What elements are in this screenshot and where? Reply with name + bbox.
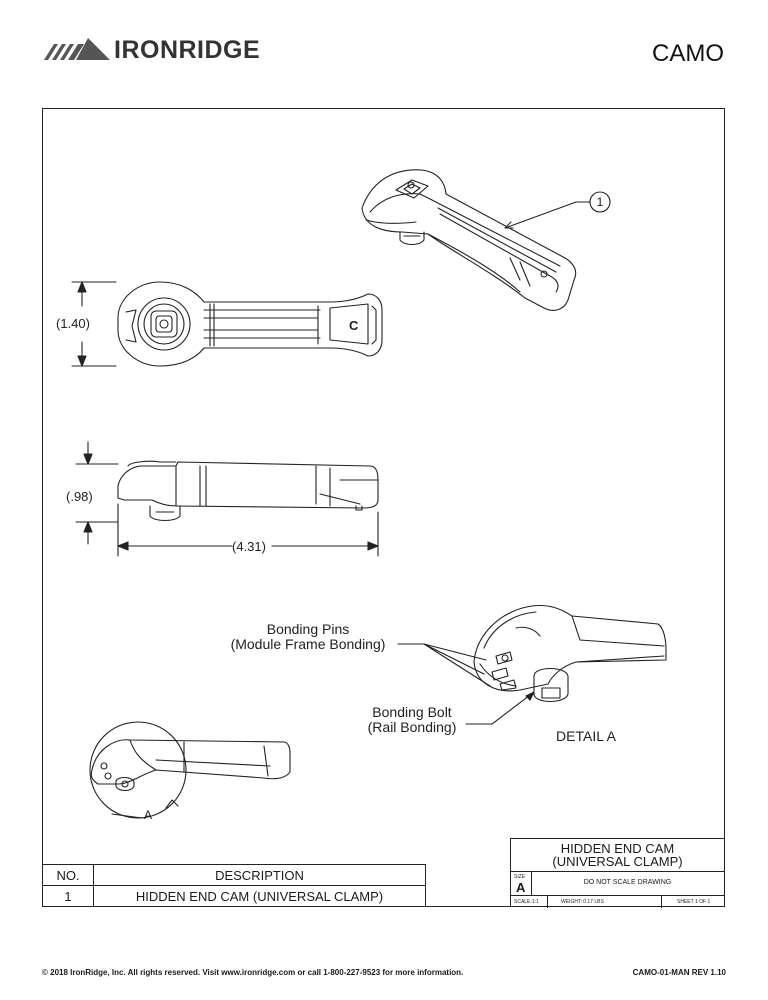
title-block-size-cell: SIZE A xyxy=(511,872,532,896)
isometric-view xyxy=(361,169,611,311)
dimension-height-label: (.98) xyxy=(66,489,93,504)
detail-marker: A xyxy=(144,808,153,822)
table-row: 1 HIDDEN END CAM (UNIVERSAL CLAMP) xyxy=(42,885,426,907)
brand-name: IRONRIDGE xyxy=(114,36,261,64)
scale-value: SCALE:1:1 xyxy=(514,899,539,905)
dimension-length: 4.31 xyxy=(236,539,262,554)
title-block-info-row: SCALE:1:1 WEIGHT: 0.17 LBS SHEET 1 OF 1 xyxy=(511,895,724,908)
parts-list-header-no: NO. xyxy=(42,864,94,886)
dimension-width: 1.40 xyxy=(60,316,86,331)
title-block: HIDDEN END CAM (UNIVERSAL CLAMP) SIZE A … xyxy=(510,838,725,908)
title-block-title: HIDDEN END CAM (UNIVERSAL CLAMP) xyxy=(552,841,683,869)
title-block-size-row: SIZE A DO NOT SCALE DRAWING xyxy=(511,871,724,896)
parts-list-header-row: NO. DESCRIPTION xyxy=(42,864,426,886)
parts-list-table: NO. DESCRIPTION 1 HIDDEN END CAM (UNIVER… xyxy=(42,864,426,907)
parts-list-cell-no: 1 xyxy=(42,885,94,907)
detail-a-view xyxy=(397,604,667,725)
item-balloon-number: 1 xyxy=(596,195,604,209)
drawing-frame xyxy=(42,108,725,907)
detail-a-label: DETAIL A xyxy=(556,728,616,744)
dimension-width-label: (1.40) xyxy=(56,316,90,331)
revision-text: CAMO-01-MAN REV 1.10 xyxy=(632,968,726,977)
sheet-value: SHEET 1 OF 1 xyxy=(677,899,711,905)
dimension-length-label: (4.31) xyxy=(232,539,266,554)
document-code: CAMO xyxy=(652,40,724,67)
side-view xyxy=(75,441,379,557)
brand-logo: IRONRIDGE xyxy=(44,34,284,68)
parts-list-cell-description: HIDDEN END CAM (UNIVERSAL CLAMP) xyxy=(93,885,426,907)
bonding-bolt-label: Bonding Bolt (Rail Bonding) xyxy=(367,704,457,735)
dimension-height: .98 xyxy=(70,489,89,504)
weight-value: WEIGHT: 0.17 LBS xyxy=(561,899,604,905)
perspective-view xyxy=(89,721,291,819)
scale-note: DO NOT SCALE DRAWING xyxy=(583,879,672,886)
bonding-pins-label: Bonding Pins (Module Frame Bonding) xyxy=(230,621,386,652)
copyright-text: © 2018 IronRidge, Inc. All rights reserv… xyxy=(42,968,464,977)
part-letter: C xyxy=(349,318,359,333)
size-label: SIZE xyxy=(514,874,526,880)
brand-mountain-icon xyxy=(44,38,110,60)
parts-list-header-description: DESCRIPTION xyxy=(93,864,426,886)
top-view: C xyxy=(71,281,383,367)
size-value: A xyxy=(516,880,526,895)
